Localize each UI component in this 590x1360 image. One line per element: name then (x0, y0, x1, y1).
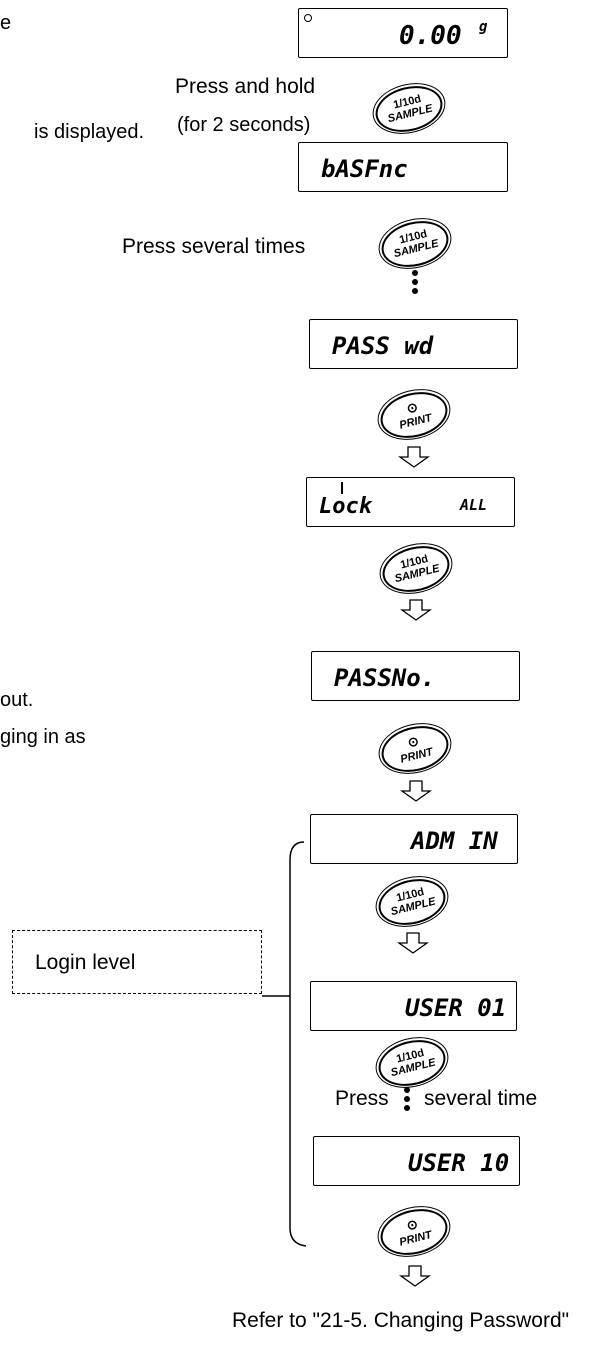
repeat-dots-icon (402, 1087, 412, 1114)
admin-display: ADM IN (310, 814, 518, 864)
sample-button-5-outline (370, 1029, 454, 1096)
weight-value: 0.00 (399, 21, 462, 51)
sample-button-1-outline (367, 75, 451, 142)
lock-right-value: ALL (460, 496, 488, 514)
basfnc-value: bASFnc (321, 155, 408, 183)
passwd-value: PASS wd (332, 332, 434, 360)
login-level-box: Login level (12, 930, 262, 994)
print-button-3-outline (372, 1198, 456, 1265)
press-several-times-label: Press several times (122, 235, 306, 258)
passno-display: PASSNo. (311, 651, 520, 701)
refer-changing-password-text: Refer to "21-5. Changing Password" (232, 1309, 570, 1332)
lock-indicator-mark (341, 482, 343, 494)
user01-display: USER 01 (310, 981, 517, 1031)
lock-left-value: Lock (319, 494, 372, 519)
print-button-2-outline (373, 715, 457, 782)
sample-button-3-outline (374, 535, 458, 602)
user10-value: USER 10 (408, 1149, 510, 1177)
cutoff-fragment-out: out. (0, 689, 34, 711)
weight-unit: g (479, 19, 488, 35)
several-time-label: several time (424, 1087, 538, 1110)
login-level-bracket (262, 841, 307, 1247)
passno-value: PASSNo. (334, 664, 436, 692)
lock-display: Lock ALL (306, 477, 515, 527)
down-arrow-icon (397, 446, 431, 468)
user10-display: USER 10 (313, 1136, 520, 1186)
cutoff-fragment-ging-in-as: ging in as (0, 726, 86, 748)
user01-value: USER 01 (405, 994, 507, 1022)
for-2-seconds-label: (for 2 seconds) (177, 114, 311, 136)
down-arrow-icon (399, 780, 433, 802)
down-arrow-icon (396, 932, 430, 954)
cutoff-fragment-is-displayed: is displayed. (34, 121, 145, 143)
sample-button-4-outline (370, 868, 454, 935)
basfnc-display: bASFnc (298, 142, 508, 192)
press-label: Press (335, 1087, 389, 1110)
press-and-hold-label: Press and hold (175, 75, 316, 98)
passwd-display: PASS wd (309, 319, 518, 369)
print-button-1-outline (372, 381, 456, 448)
stable-indicator-icon (304, 14, 312, 22)
repeat-dots-icon (410, 270, 420, 297)
weight-display: 0.00 g (298, 8, 508, 58)
sample-button-2-outline (373, 210, 457, 277)
admin-value: ADM IN (411, 827, 498, 855)
login-level-label: Login level (35, 951, 136, 974)
down-arrow-icon (398, 1265, 432, 1287)
cutoff-fragment-e: e (0, 12, 12, 34)
down-arrow-icon (399, 599, 433, 621)
